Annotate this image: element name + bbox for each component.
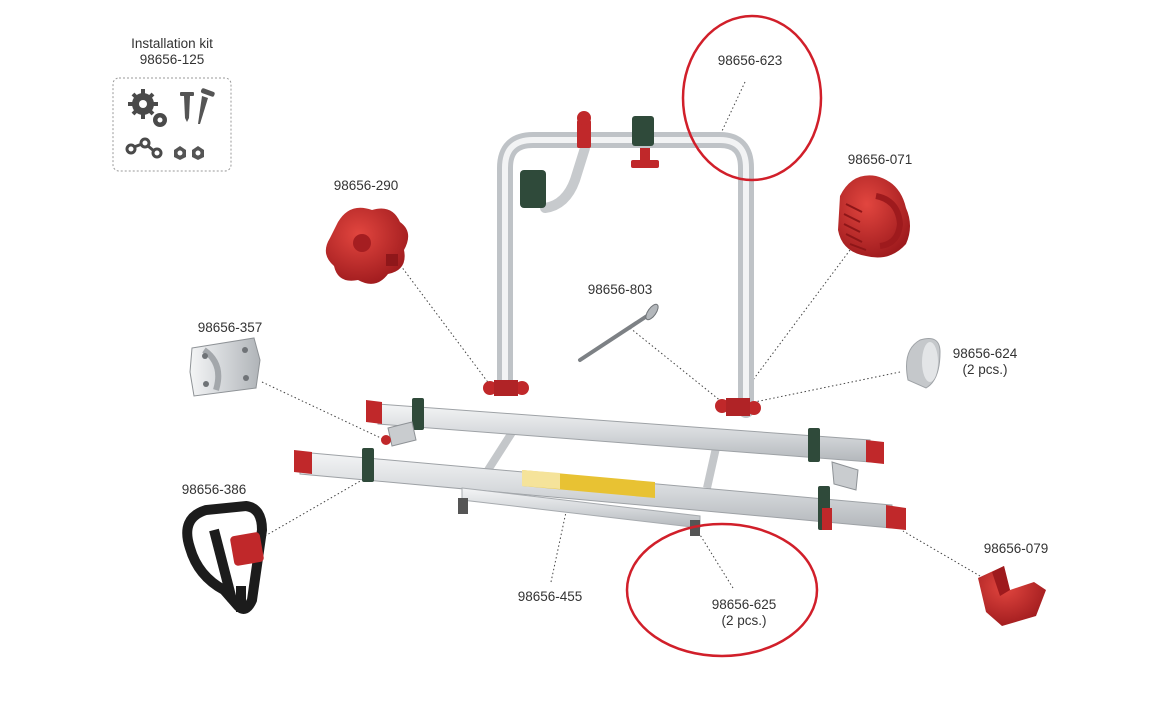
part-label-071: 98656-071	[830, 152, 930, 168]
end-cap-part	[906, 338, 941, 389]
installation-kit-code: 98656-125	[139, 52, 205, 67]
part-code: 98656-357	[197, 320, 263, 335]
part-quantity: (2 pcs.)	[721, 613, 767, 628]
part-label-625: 98656-625 (2 pcs.)	[694, 597, 794, 629]
part-label-455: 98656-455	[500, 589, 600, 605]
highlight-circle-623	[681, 14, 823, 182]
nuts-icon	[174, 146, 204, 160]
part-code: 98656-623	[717, 53, 783, 68]
part-code: 98656-386	[181, 482, 247, 497]
part-label-290: 98656-290	[316, 178, 416, 194]
part-quantity: (2 pcs.)	[962, 362, 1008, 377]
wheel-strap-part	[182, 500, 268, 614]
installation-kit-box	[112, 77, 232, 172]
highlight-circle-625	[625, 522, 819, 658]
part-code: 98656-079	[983, 541, 1049, 556]
gears-icon	[128, 89, 167, 127]
highlight-circles	[625, 14, 823, 658]
mounting-bracket-part	[189, 337, 261, 397]
part-label-357: 98656-357	[180, 320, 280, 336]
part-label-386: 98656-386	[164, 482, 264, 498]
part-code: 98656-071	[847, 152, 913, 167]
screws-icon	[180, 88, 215, 124]
part-code: 98656-624	[952, 346, 1018, 361]
installation-kit-title: Installation kit	[131, 36, 213, 51]
bolt-part	[578, 303, 659, 362]
leader-lines	[257, 81, 981, 589]
part-code: 98656-290	[333, 178, 399, 193]
part-label-079: 98656-079	[966, 541, 1066, 557]
strap-holder-part	[838, 175, 910, 258]
star-knob-part	[325, 207, 409, 284]
part-label-623: 98656-623	[700, 53, 800, 69]
installation-kit-label: Installation kit 98656-125	[112, 36, 232, 68]
part-code: 98656-803	[587, 282, 653, 297]
rack-frame	[294, 111, 906, 536]
part-code: 98656-455	[517, 589, 583, 604]
chain-icon	[125, 137, 163, 159]
wheel-holder-part	[978, 566, 1046, 626]
part-label-803: 98656-803	[570, 282, 670, 298]
part-label-624: 98656-624 (2 pcs.)	[935, 346, 1035, 378]
part-code: 98656-625	[711, 597, 777, 612]
